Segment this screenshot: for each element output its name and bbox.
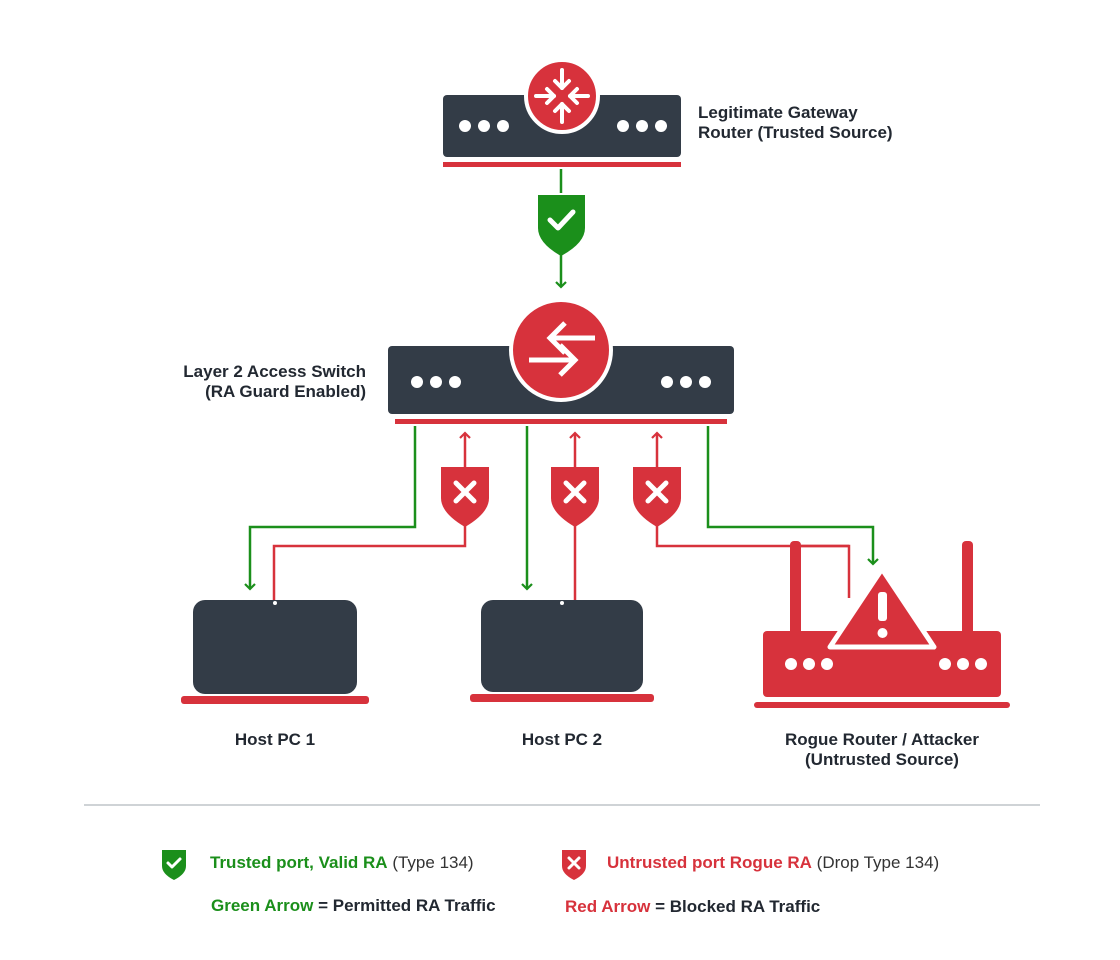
legend-red-arrow-term: Red Arrow (565, 897, 651, 916)
access-switch (388, 298, 734, 424)
laptop-icon (470, 600, 654, 702)
legend-red-arrow-meaning: Blocked RA Traffic (669, 897, 821, 916)
rogue-label-line1: Rogue Router / Attacker (785, 730, 979, 749)
gateway-label: Legitimate Gateway Router (Trusted Sourc… (698, 103, 893, 143)
legend-green-arrow: Green Arrow = Permitted RA Traffic (211, 895, 496, 917)
switch-label-line2: (RA Guard Enabled) (205, 382, 366, 401)
legend-green-arrow-meaning: Permitted RA Traffic (332, 896, 496, 915)
gateway-router (443, 58, 681, 167)
legend-green-arrow-term: Green Arrow (211, 896, 314, 915)
legend-red-arrow-eq: = (655, 897, 665, 916)
host-pc-2-label: Host PC 2 (521, 730, 603, 749)
rogue-router-label: Rogue Router / Attacker (Untrusted Sourc… (752, 730, 1012, 770)
legend-untrusted-note: (Drop Type 134) (816, 853, 940, 872)
host-pc-1 (181, 600, 369, 704)
gateway-label-line1: Legitimate Gateway (698, 103, 858, 122)
legend-untrusted-label: Untrusted port Rogue RA (607, 853, 812, 872)
rogue-router (754, 541, 1010, 708)
legend-untrusted: Untrusted port Rogue RA (Drop Type 134) (607, 852, 939, 874)
laptop-icon (181, 600, 369, 704)
gateway-to-switch-link (538, 169, 585, 289)
shield-x-icon (551, 467, 599, 527)
shield-x-icon (441, 467, 489, 527)
gateway-label-line2: Router (Trusted Source) (698, 123, 893, 142)
legend-red-arrow: Red Arrow = Blocked RA Traffic (565, 896, 820, 918)
legend-shield-x-icon (562, 850, 586, 880)
host-pc-1-label: Host PC 1 (234, 730, 316, 749)
host-pc-2 (470, 600, 654, 702)
rogue-label-line2: (Untrusted Source) (805, 750, 959, 769)
legend-trusted: Trusted port, Valid RA (Type 134) (210, 852, 474, 874)
legend-shield-check-icon (162, 850, 186, 880)
shield-x-icon (633, 467, 681, 527)
legend-green-arrow-eq: = (318, 896, 329, 915)
switch-label-line1: Layer 2 Access Switch (183, 362, 366, 381)
shield-check-icon (538, 195, 585, 256)
legend-trusted-label: Trusted port, Valid RA (210, 853, 388, 872)
switch-arrows-icon (509, 298, 613, 402)
legend-trusted-note: (Type 134) (392, 853, 474, 872)
router-arrows-in-icon (524, 58, 600, 134)
warning-icon (827, 566, 937, 650)
switch-label: Layer 2 Access Switch (RA Guard Enabled) (183, 362, 366, 402)
permitted-links (244, 426, 879, 591)
blocked-links (272, 431, 851, 603)
